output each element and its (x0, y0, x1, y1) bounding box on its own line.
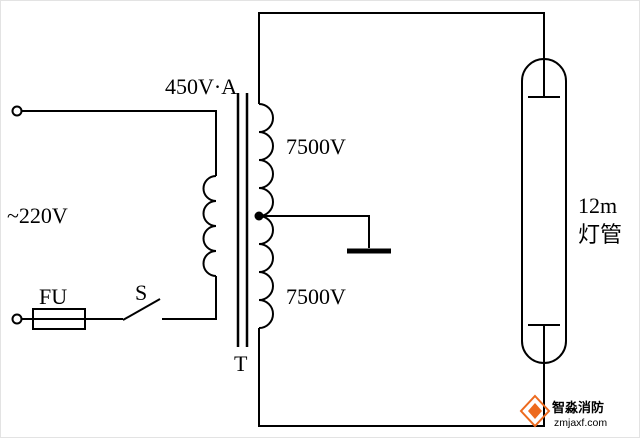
label-fuse: FU (39, 284, 67, 309)
label-secondary-top-voltage: 7500V (286, 134, 346, 159)
wire-switch-to-coil (162, 276, 217, 320)
label-lamp-name: 灯管 (578, 222, 622, 247)
wire-center-tap (259, 215, 370, 248)
wire-input-top (21, 110, 217, 176)
watermark-logo-flame-icon (528, 403, 542, 419)
label-transformer-rating: 450V·A (165, 74, 237, 99)
watermark: 智淼消防 zmjaxf.com (519, 394, 607, 429)
wire-secondary-top-to-lamp (258, 12, 545, 104)
primary-coil (202, 175, 217, 277)
switch-symbol (122, 298, 161, 321)
label-secondary-bottom-voltage: 7500V (286, 284, 346, 309)
wire-secondary-bottom-to-lamp (258, 328, 545, 427)
label-switch: S (135, 280, 147, 305)
watermark-logo-icon (519, 394, 551, 428)
lamp-electrode-bottom (528, 324, 560, 362)
label-lamp-length: 12m (578, 193, 617, 218)
lamp-electrode-top (528, 60, 560, 98)
watermark-site: zmjaxf.com (554, 417, 607, 429)
lamp-tube (521, 58, 567, 364)
label-transformer: T (234, 351, 248, 376)
input-terminal-top (11, 105, 23, 117)
input-terminal-bottom (11, 313, 23, 325)
fuse-symbol (32, 308, 86, 330)
watermark-brand: 智淼消防 (552, 400, 604, 415)
label-source-voltage: ~220V (7, 203, 68, 228)
